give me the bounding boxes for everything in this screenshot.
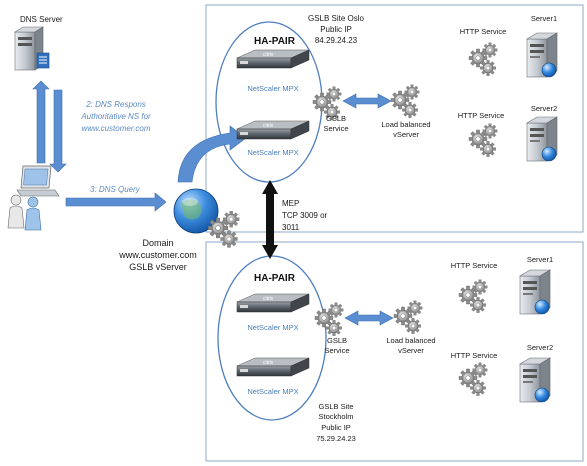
oslo-lb-vserver-label-2: vServer [393, 130, 419, 139]
oslo-http-service-1-label: HTTP Service [460, 27, 507, 36]
oslo-mpx-label-2: NetScaler MPX [247, 148, 298, 157]
domain-name: www.customer.com [118, 250, 197, 260]
stockholm-service-arrow [344, 310, 394, 326]
dns-response-line-2: Authoritative NS for [80, 112, 151, 121]
mep-label: MEP [282, 199, 299, 208]
oslo-server2-label: Server2 [531, 104, 557, 113]
mep-port-alt: 3011 [282, 223, 300, 232]
stockholm-public-ip-label: Public IP [321, 423, 351, 432]
stockholm-server1-label: Server1 [527, 255, 553, 264]
dns-down-arrow [49, 89, 67, 173]
domain-vserver: GSLB vServer [129, 262, 187, 272]
appliance-badge: citrix [263, 360, 274, 366]
appliance-badge: citrix [263, 52, 274, 58]
server-icon [519, 269, 551, 315]
stockholm-site-name: Stockholm [318, 412, 353, 421]
oslo-site-title: GSLB Site Oslo [308, 14, 365, 23]
globe-icon [173, 188, 219, 234]
dns-server-label: DNS Server [20, 15, 63, 24]
dns-query-arrow [65, 192, 167, 212]
server-icon [526, 116, 558, 162]
server-icon [526, 32, 558, 78]
oslo-gslb-service-label-2: Service [323, 124, 348, 133]
mep-port: TCP 3009 or [282, 211, 328, 220]
server-icon [519, 357, 551, 403]
oslo-lb-vserver-label: Load balanced [381, 120, 430, 129]
dns-response-line-3: www.customer.com [81, 124, 150, 133]
oslo-gslb-service-label: GSLB [326, 114, 346, 123]
dns-query-label: 3: DNS Query [90, 185, 141, 194]
stockholm-ha-pair-label: HA-PAIR [254, 273, 296, 284]
dns-up-arrow [32, 80, 50, 164]
user-icon [7, 194, 42, 231]
appliance-badge: citrix [263, 123, 274, 129]
stockholm-public-ip: 75.29.24.23 [316, 434, 356, 443]
oslo-public-ip: 84.29.24.23 [315, 36, 358, 45]
dns-response-line-1: 2: DNS Respons [85, 100, 146, 109]
stockholm-mpx-label-2: NetScaler MPX [247, 387, 298, 396]
stockholm-http-service-1-label: HTTP Service [451, 261, 498, 270]
client-workstation-icon [7, 165, 60, 231]
stockholm-lb-vserver-label-2: vServer [398, 346, 424, 355]
appliance-badge: citrix [263, 296, 274, 302]
oslo-public-ip-label: Public IP [320, 25, 352, 34]
stockholm-http-service-2-label: HTTP Service [451, 351, 498, 360]
stockholm-gslb-service-label: GSLB [327, 336, 347, 345]
stockholm-server2-label: Server2 [527, 343, 553, 352]
domain-label: Domain [142, 238, 173, 248]
stockholm-mpx-label-1: NetScaler MPX [247, 323, 298, 332]
mep-arrow [262, 180, 278, 259]
oslo-http-service-2-label: HTTP Service [458, 111, 505, 120]
dns-server-icon [13, 26, 50, 71]
stockholm-lb-vserver-label: Load balanced [386, 336, 435, 345]
ha-pair-stockholm-ellipse [217, 255, 327, 421]
stockholm-site-title: GSLB Site [318, 402, 353, 411]
oslo-mpx-label-1: NetScaler MPX [247, 84, 298, 93]
oslo-server1-label: Server1 [531, 14, 557, 23]
stockholm-gslb-service-label-2: Service [324, 346, 349, 355]
oslo-ha-pair-label: HA-PAIR [254, 36, 296, 47]
